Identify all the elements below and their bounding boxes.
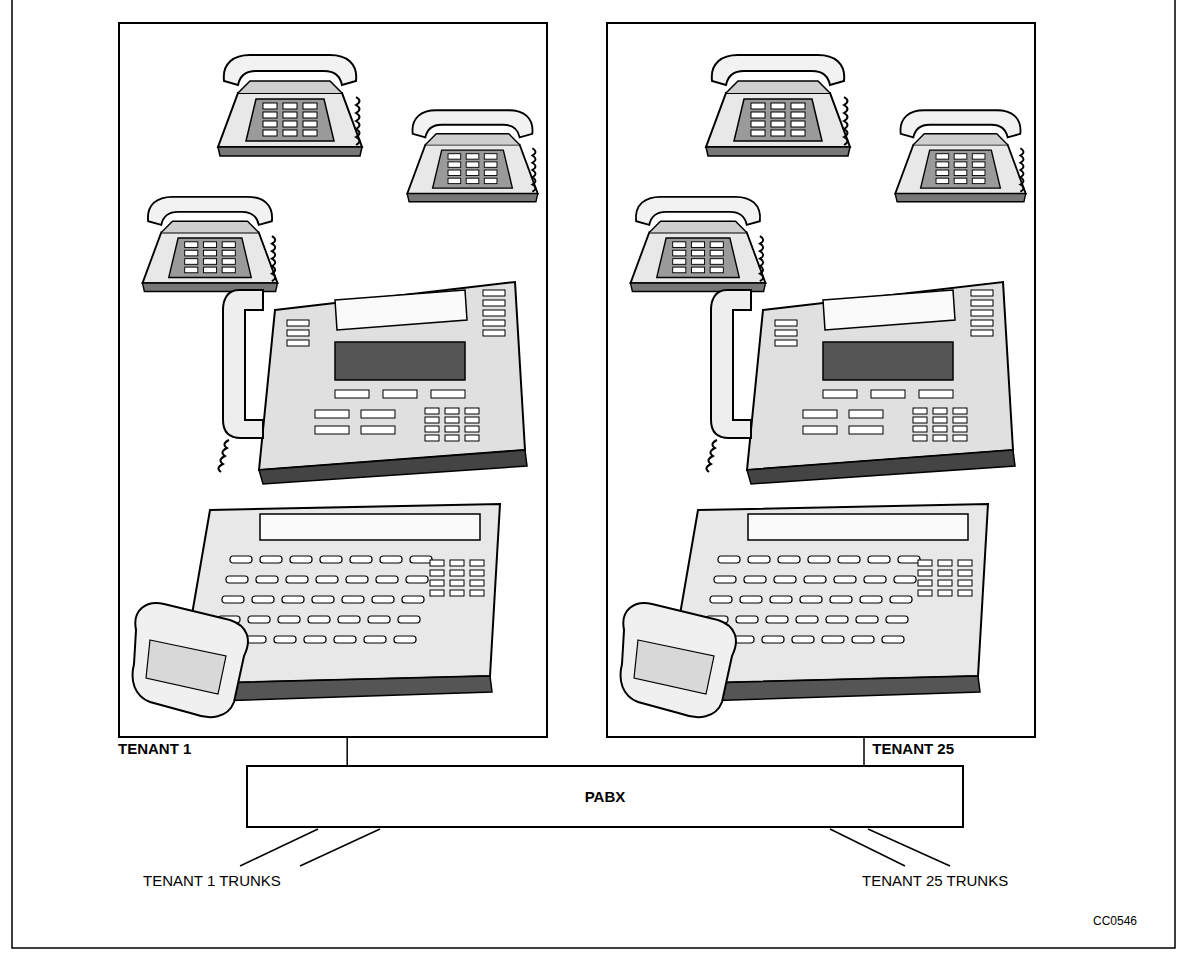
pabx-box: PABX — [246, 765, 964, 828]
trunk-line — [240, 829, 318, 866]
desk-phone — [218, 55, 362, 156]
trunk-line — [300, 829, 380, 866]
display-phone — [706, 282, 1015, 484]
attendant-console — [621, 504, 988, 717]
connector-line — [863, 738, 865, 765]
attendant-console — [133, 504, 500, 717]
box-label: PABX — [585, 788, 626, 806]
connector-line — [346, 738, 348, 765]
desk-phone — [631, 197, 766, 292]
tenant-heading: TENANT 25 — [872, 740, 954, 758]
figure-code: CC0546 — [1093, 914, 1137, 928]
tenant-box: TENANT 1 — [118, 22, 548, 738]
trunk-label: TENANT 1 TRUNKS — [143, 872, 281, 890]
trunk-line — [868, 829, 950, 866]
desk-phone — [895, 110, 1026, 202]
tenant-25-phones — [621, 55, 1026, 717]
display-phone — [218, 282, 527, 484]
desk-phone — [143, 197, 278, 292]
trunk-lines — [240, 829, 950, 866]
trunk-label: TENANT 25 TRUNKS — [862, 872, 1008, 890]
tenant-heading: TENANT 1 — [118, 740, 191, 758]
desk-phone — [706, 55, 850, 156]
tenant-1-phones — [133, 55, 538, 717]
tenant-box: TENANT 25 — [606, 22, 1036, 738]
desk-phone — [407, 110, 538, 202]
trunk-line — [830, 829, 905, 866]
outer-frame — [12, 0, 1175, 948]
